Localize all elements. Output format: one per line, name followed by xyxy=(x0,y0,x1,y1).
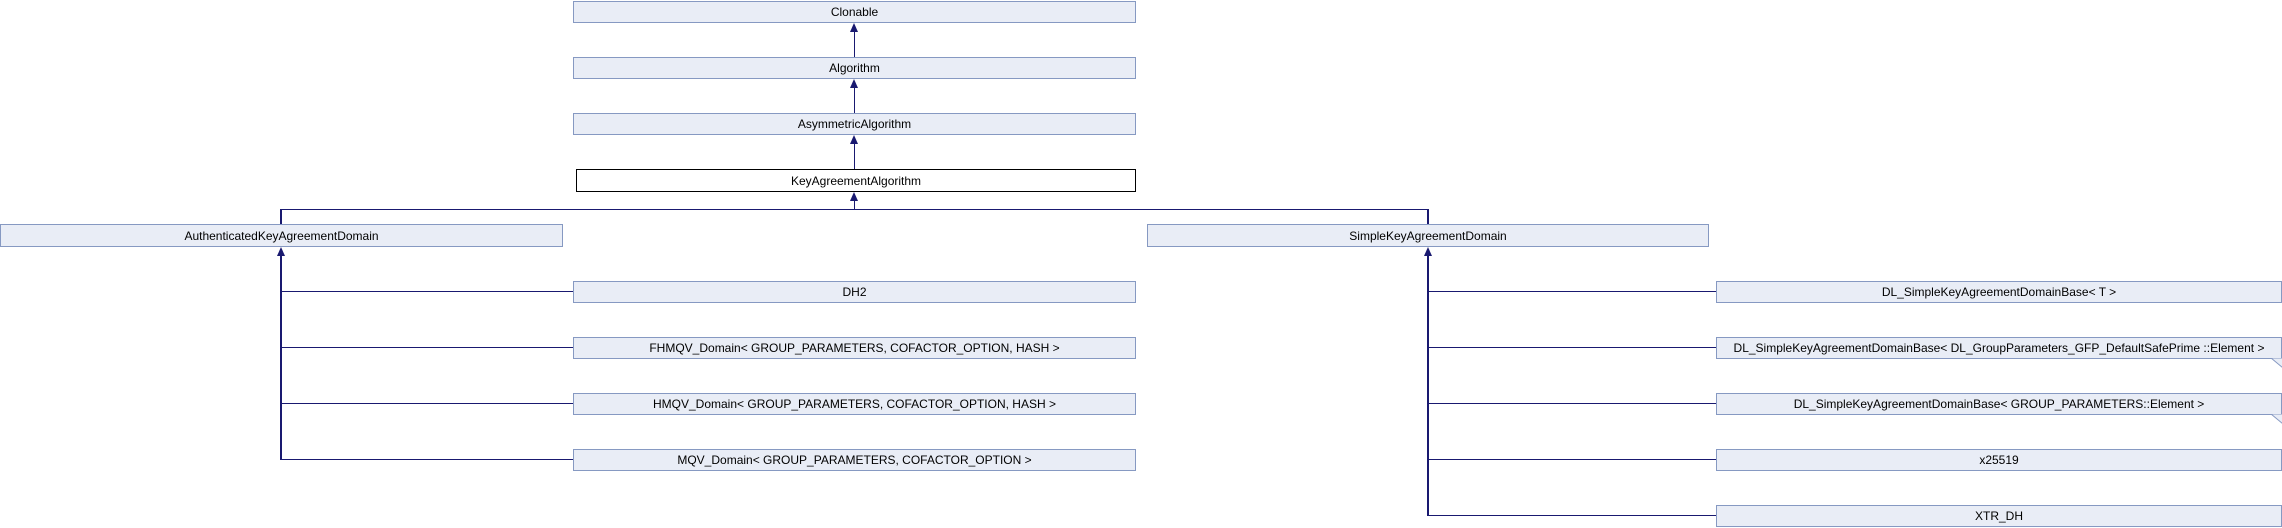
node-label: DL_SimpleKeyAgreementDomainBase< DL_Grou… xyxy=(1733,341,2265,355)
edge-mqv xyxy=(281,459,573,461)
node-label: AsymmetricAlgorithm xyxy=(797,117,912,131)
node-label: AuthenticatedKeyAgreementDomain xyxy=(184,228,379,243)
node-simple-key-agreement-domain[interactable]: SimpleKeyAgreementDomain xyxy=(1147,224,1709,247)
node-label: DL_SimpleKeyAgreementDomainBase< T > xyxy=(1881,285,2117,299)
node-authenticated-key-agreement-domain[interactable]: AuthenticatedKeyAgreementDomain xyxy=(0,224,563,247)
node-label: x25519 xyxy=(1979,453,2019,467)
node-label: Clonable xyxy=(830,5,879,19)
node-dh2[interactable]: DH2 xyxy=(573,281,1136,303)
node-xtr-dh[interactable]: XTR_DH xyxy=(1716,505,2282,527)
edge-keyagreement-asymmetric xyxy=(854,143,856,169)
edge-dh2 xyxy=(281,291,573,293)
folded-corner-icon xyxy=(2270,358,2282,368)
node-algorithm[interactable]: Algorithm xyxy=(573,57,1136,79)
node-fhmqv-domain[interactable]: FHMQV_Domain< GROUP_PARAMETERS, COFACTOR… xyxy=(573,337,1136,359)
arrow-up-icon xyxy=(276,247,285,256)
node-dl-simple-key-agreement-domain-base-t[interactable]: DL_SimpleKeyAgreementDomainBase< T > xyxy=(1716,281,2282,303)
node-label: SimpleKeyAgreementDomain xyxy=(1349,228,1507,243)
edge-algorithm-clonable xyxy=(854,31,856,57)
node-label: XTR_DH xyxy=(1974,509,2023,523)
node-hmqv-domain[interactable]: HMQV_Domain< GROUP_PARAMETERS, COFACTOR_… xyxy=(573,393,1136,415)
edge-dl-skadb-t xyxy=(1428,291,1716,293)
folded-corner-icon xyxy=(2270,414,2282,424)
edge-dl-skadb-gfp xyxy=(1428,347,1716,349)
node-label: KeyAgreementAlgorithm xyxy=(790,173,922,188)
edge-domains-keyagreement-stem xyxy=(854,200,856,210)
node-clonable[interactable]: Clonable xyxy=(573,1,1136,23)
node-label: DH2 xyxy=(842,285,867,299)
edge-simple-domain-drop xyxy=(1427,209,1429,224)
edge-right-trunk xyxy=(1427,255,1429,516)
edge-xtr-dh xyxy=(1428,515,1716,517)
node-label: HMQV_Domain< GROUP_PARAMETERS, COFACTOR_… xyxy=(653,397,1056,411)
edge-left-trunk xyxy=(280,255,282,460)
edge-hmqv xyxy=(281,403,573,405)
edge-x25519 xyxy=(1428,459,1716,461)
edge-authenticated-domain-drop xyxy=(280,209,282,224)
edge-dl-skadb-group xyxy=(1428,403,1716,405)
node-label: MQV_Domain< GROUP_PARAMETERS, COFACTOR_O… xyxy=(677,453,1032,467)
node-asymmetric-algorithm[interactable]: AsymmetricAlgorithm xyxy=(573,113,1136,135)
arrow-up-icon xyxy=(1423,247,1432,256)
edge-asymmetric-algorithm xyxy=(854,87,856,113)
node-mqv-domain[interactable]: MQV_Domain< GROUP_PARAMETERS, COFACTOR_O… xyxy=(573,449,1136,471)
arrow-up-icon xyxy=(850,192,858,201)
node-key-agreement-algorithm: KeyAgreementAlgorithm xyxy=(576,169,1136,192)
node-label: DL_SimpleKeyAgreementDomainBase< GROUP_P… xyxy=(1793,397,2205,411)
edge-fhmqv xyxy=(281,347,573,349)
node-label: FHMQV_Domain< GROUP_PARAMETERS, COFACTOR… xyxy=(649,341,1060,355)
arrow-up-icon xyxy=(850,79,858,88)
node-label: Algorithm xyxy=(829,61,880,75)
node-dl-simple-key-agreement-domain-base-gfp-default-safe-prime[interactable]: DL_SimpleKeyAgreementDomainBase< DL_Grou… xyxy=(1716,337,2282,368)
node-dl-simple-key-agreement-domain-base-group-parameters-element[interactable]: DL_SimpleKeyAgreementDomainBase< GROUP_P… xyxy=(1716,393,2282,424)
node-x25519[interactable]: x25519 xyxy=(1716,449,2282,471)
arrow-up-icon xyxy=(850,23,858,32)
arrow-up-icon xyxy=(850,135,858,144)
edge-domains-keyagreement-bus xyxy=(281,209,1428,211)
